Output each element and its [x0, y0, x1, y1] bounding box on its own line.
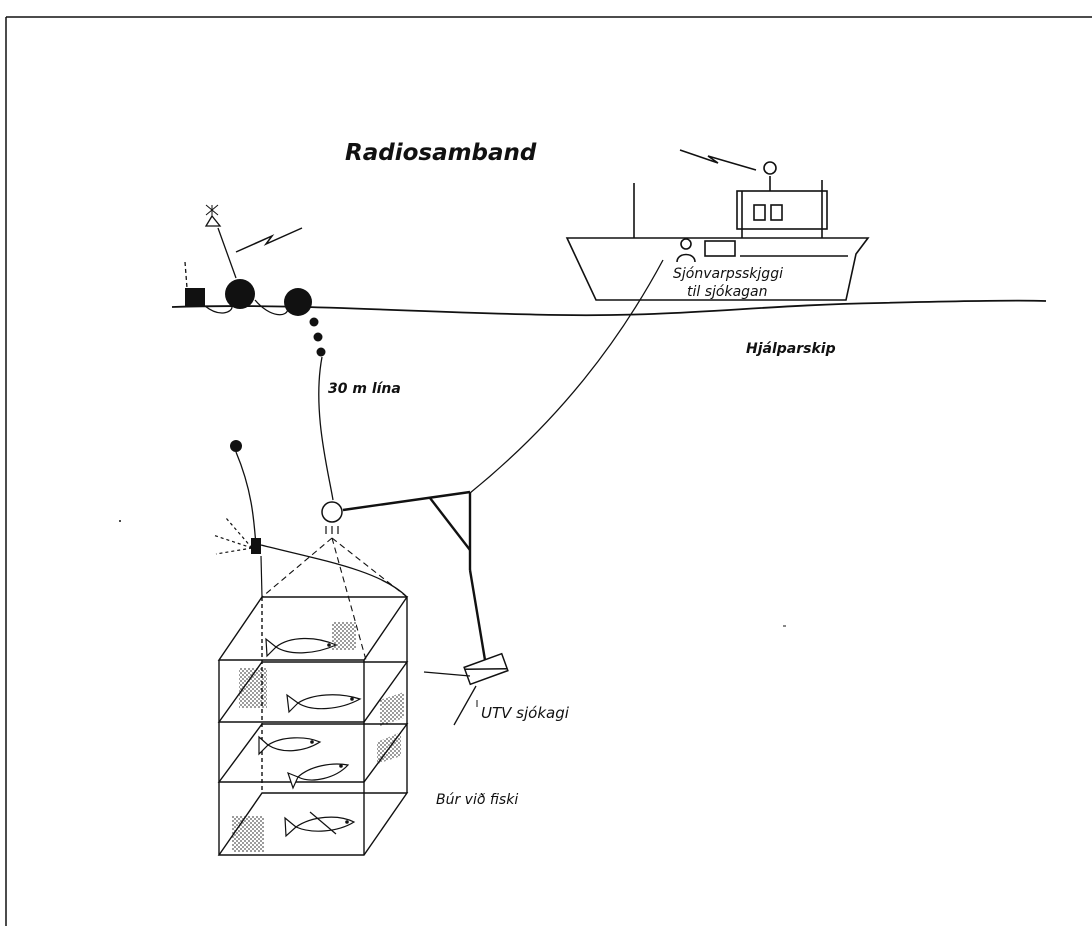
camera-frame: [342, 490, 487, 661]
label-ship: Hjálparskip: [746, 341, 836, 357]
ship-radio-signal-icon: [679, 149, 757, 171]
support-ship: [565, 161, 870, 301]
camera: [463, 652, 509, 686]
surface-buoys: [184, 204, 326, 357]
fish-2: [286, 693, 362, 714]
camera-view-lines: [261, 537, 408, 661]
label-screen-line2: til sjókagan: [687, 284, 768, 300]
buoy-line: [318, 356, 334, 501]
fish-1: [265, 637, 338, 658]
label-cage: Búr við fiski: [436, 792, 519, 808]
fish-4: [287, 763, 350, 790]
frame: [5, 16, 1092, 926]
label-camera: UTV sjókagi: [481, 704, 569, 722]
water-surface: [171, 299, 1047, 317]
fish-3: [258, 735, 322, 756]
fish-cage: [217, 596, 409, 856]
buoy-radio-signal-icon: [235, 227, 303, 253]
underwater-float: [321, 501, 343, 523]
ship-cable: [469, 259, 664, 494]
diagram-title: Radiosamband: [345, 140, 537, 166]
fish-5: [284, 811, 356, 838]
label-line: 30 m lína: [328, 381, 401, 397]
label-screen-line1: Sjónvarpsskjggi: [673, 266, 783, 282]
